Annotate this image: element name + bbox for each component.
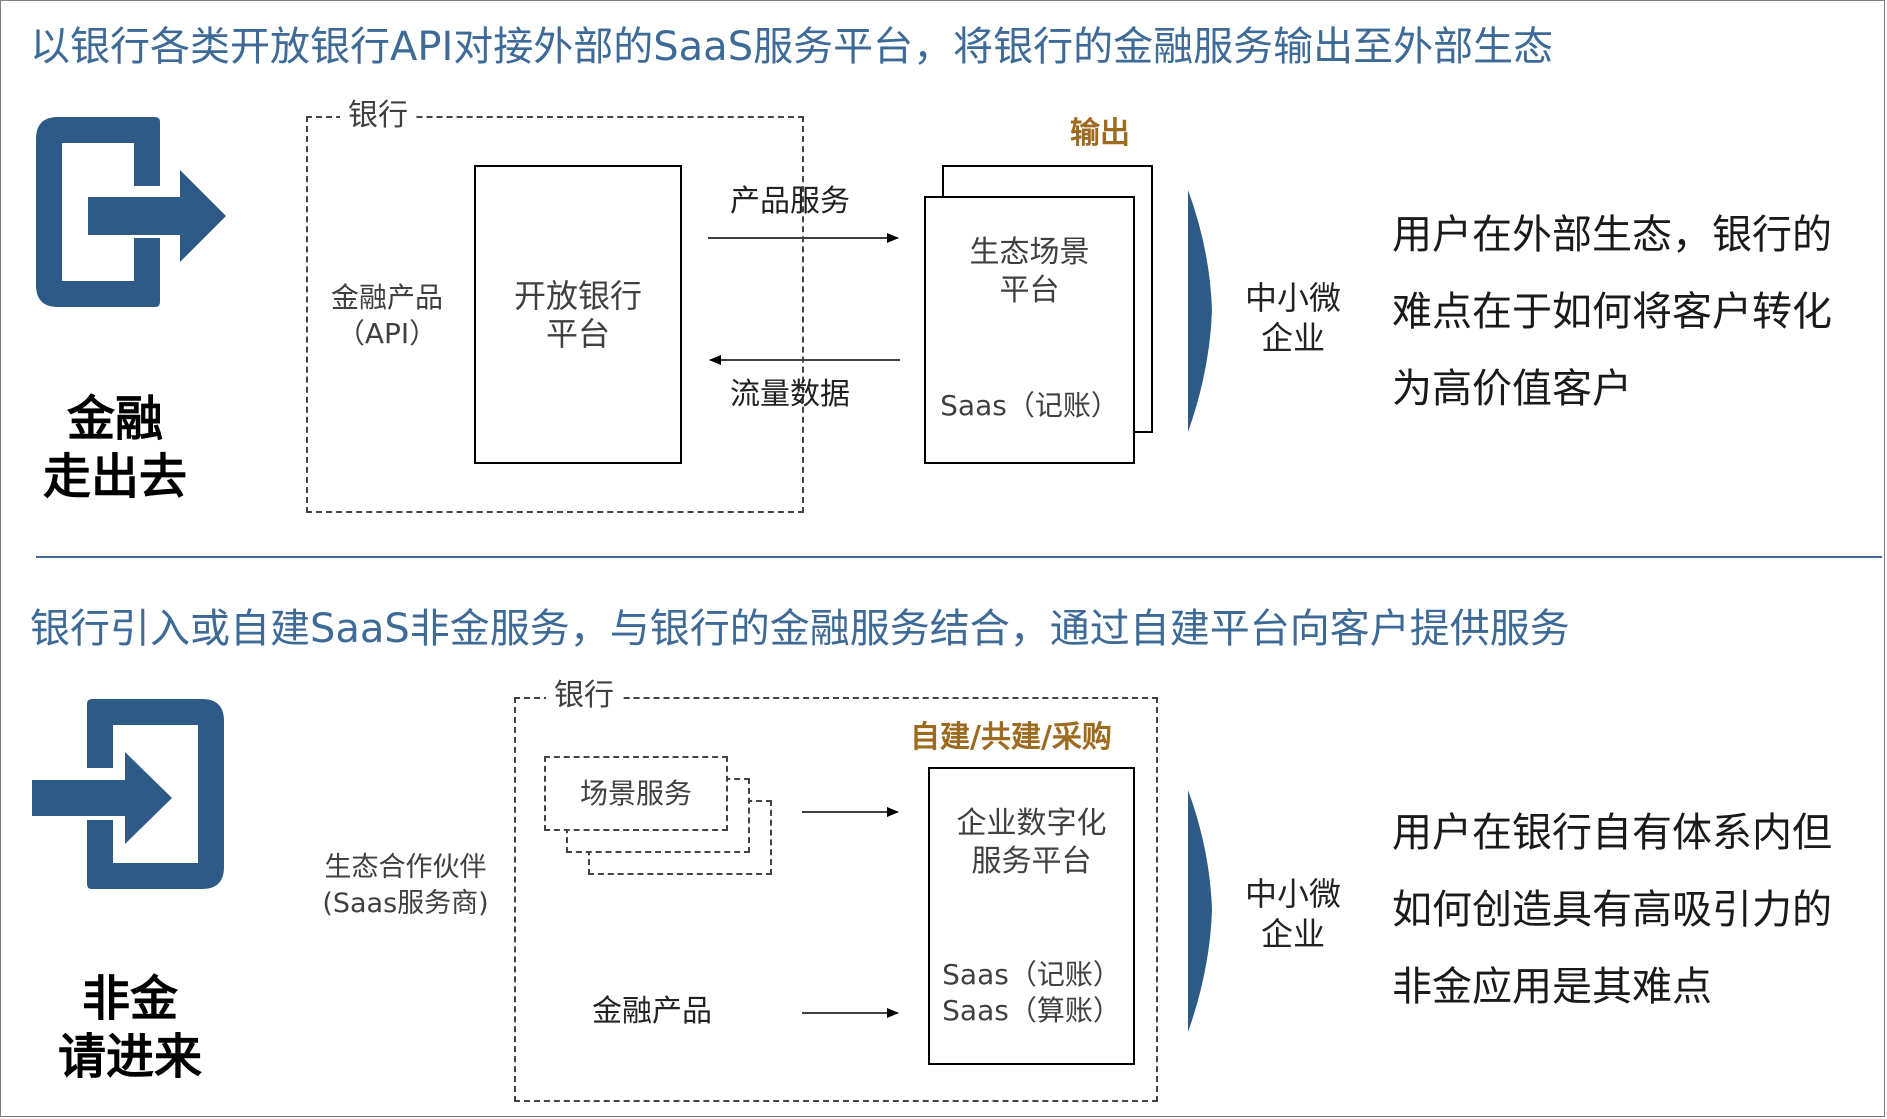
- open-banking-platform: 开放银行 平台: [474, 165, 682, 464]
- top-sme: 中小微 企业: [1244, 279, 1341, 357]
- platform-title-line2: 服务平台: [971, 844, 1092, 879]
- top-financial-product: 金融产品 （API）: [330, 281, 443, 350]
- bottom-bank-boundary: [514, 697, 1158, 1102]
- product-service-label: 产品服务: [730, 184, 850, 219]
- chevron-right-icon: [1188, 190, 1212, 432]
- ecosystem-partner: 生态合作伙伴 (Saas服务商): [322, 852, 489, 919]
- top-heading: 以银行各类开放银行API对接外部的SaaS服务平台，将银行的金融服务输出至外部生…: [30, 24, 1554, 70]
- chevron-right-icon-bottom: [1188, 790, 1212, 1032]
- top-bank-label: 银行: [340, 98, 416, 134]
- exit-icon: [36, 117, 226, 307]
- bottom-description: 用户在银行自有体系内但 如何创造具有高吸引力的 非金应用是其难点: [1392, 810, 1832, 1010]
- saas-bookkeeping: Saas（记账）: [942, 958, 1121, 991]
- bottom-bank-label: 银行: [546, 678, 622, 714]
- top-bank-boundary: [306, 116, 804, 513]
- bottom-badge: 非金 请进来: [57, 971, 202, 1085]
- saas-accounting: Saas（算账）: [942, 994, 1121, 1027]
- scene-service: 场景服务: [544, 756, 728, 831]
- scene-platform: 生态场景 平台 Saas（记账）: [924, 196, 1135, 464]
- top-badge: 金融 走出去: [42, 391, 187, 505]
- bottom-finance-product: 金融产品: [592, 994, 712, 1029]
- enterprise-digital-platform: 企业数字化 服务平台 Saas（记账） Saas（算账）: [928, 767, 1135, 1065]
- top-description: 用户在外部生态，银行的 难点在于如何将客户转化 为高价值客户: [1392, 212, 1832, 412]
- scene-title-line2: 平台: [999, 273, 1060, 308]
- scene-title-line1: 生态场景: [969, 235, 1090, 270]
- scene-saas: Saas（记账）: [940, 389, 1119, 422]
- traffic-data-label: 流量数据: [730, 377, 850, 412]
- platform-title-line1: 企业数字化: [956, 806, 1107, 841]
- bottom-heading: 银行引入或自建SaaS非金服务，与银行的金融服务结合，通过自建平台向客户提供服务: [30, 606, 1570, 652]
- bottom-sme: 中小微 企业: [1244, 875, 1341, 953]
- enter-icon: [32, 699, 224, 889]
- output-label: 输出: [1070, 116, 1130, 151]
- mode-label: 自建/共建/采购: [910, 720, 1112, 755]
